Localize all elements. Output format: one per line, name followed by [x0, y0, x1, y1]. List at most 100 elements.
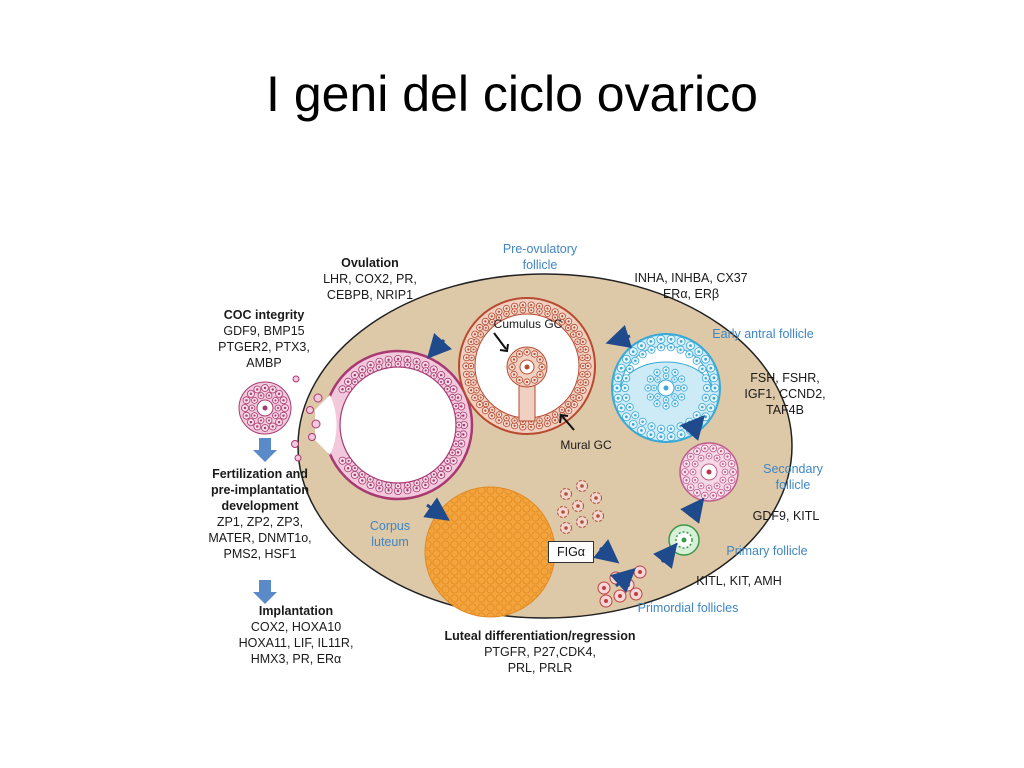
cell-nucleus — [465, 356, 468, 359]
cell-nucleus — [538, 358, 542, 361]
cell-nucleus — [712, 396, 716, 400]
cell-nucleus — [616, 396, 620, 400]
cell-nucleus — [624, 396, 628, 400]
cell-nucleus — [701, 405, 704, 409]
cell-nucleus — [567, 409, 570, 412]
cell-nucleus — [731, 470, 735, 474]
cell-nucleus — [685, 462, 688, 465]
cell-nucleus — [283, 406, 287, 410]
cell-nucleus — [665, 399, 667, 401]
cell-nucleus — [679, 348, 682, 351]
cell-nucleus — [572, 333, 575, 336]
cell-nucleus — [634, 413, 637, 417]
cell-nucleus — [616, 376, 620, 380]
cell-nucleus — [490, 414, 493, 417]
cell-nucleus — [641, 420, 644, 423]
cell-nucleus — [253, 414, 256, 417]
cell-nucleus — [396, 362, 400, 366]
cell-nucleus — [446, 459, 449, 462]
cell-nucleus — [554, 413, 556, 416]
cell-nucleus — [625, 357, 628, 361]
cell-nucleus — [361, 368, 364, 371]
cell-nucleus — [243, 406, 247, 410]
pointer-arrow-icon — [493, 332, 575, 431]
cell-nucleus — [615, 386, 619, 390]
cell-nucleus — [378, 481, 381, 485]
cell-nucleus — [361, 479, 364, 482]
cumulus-gc-label: Cumulus GC — [493, 317, 563, 331]
pre-ovulatory-follicle — [458, 297, 596, 435]
cell-nucleus — [282, 399, 285, 402]
cell-nucleus — [491, 321, 494, 324]
cell-nucleus — [465, 373, 468, 376]
oocyte-nucleus — [564, 492, 568, 496]
cell-nucleus — [624, 376, 628, 380]
cell-nucleus — [263, 386, 267, 390]
cell-nucleus — [581, 340, 585, 343]
cell-nucleus — [456, 451, 460, 454]
cell-nucleus — [659, 337, 663, 341]
cell-nucleus — [347, 388, 350, 391]
cell-nucleus — [538, 310, 541, 313]
cell-nucleus — [469, 340, 473, 343]
cell-nucleus — [704, 415, 707, 419]
cell-nucleus — [440, 467, 443, 470]
cell-nucleus — [424, 478, 427, 481]
cell-nucleus — [573, 326, 576, 329]
primordial-oocyte — [602, 586, 606, 590]
cell-nucleus — [664, 404, 668, 408]
cell-nucleus — [513, 310, 516, 313]
cell-nucleus — [704, 396, 708, 400]
cell-nucleus — [369, 369, 372, 372]
cell-nucleus — [685, 479, 688, 482]
cell-nucleus — [701, 367, 704, 371]
cell-nucleus — [699, 484, 703, 487]
cell-nucleus — [694, 478, 697, 482]
cell-nucleus — [424, 369, 427, 372]
cell-nucleus — [378, 365, 381, 369]
cell-nucleus — [513, 305, 516, 308]
cell-nucleus — [567, 320, 570, 323]
cell-nucleus — [665, 375, 667, 377]
cell-nucleus — [346, 466, 350, 470]
cell-nucleus — [513, 424, 516, 427]
cell-nucleus — [679, 433, 683, 436]
cell-nucleus — [546, 422, 549, 425]
cell-nucleus — [628, 405, 631, 409]
pre-ovulatory-gene-group: INHA, INHBA, CX37 ERα, ERβ — [634, 271, 748, 301]
cell-nucleus — [567, 326, 570, 329]
oocyte-nucleus — [594, 496, 598, 500]
released-cells — [291, 375, 323, 462]
cell-nucleus — [538, 373, 542, 376]
cell-nucleus — [277, 420, 281, 424]
cell-nucleus — [341, 459, 344, 462]
cell-nucleus — [387, 489, 390, 492]
cell-nucleus — [650, 348, 653, 351]
cell-nucleus — [249, 392, 253, 396]
implantation-gene-group: Implantation COX2, HOXA10 HOXA11, LIF, I… — [238, 604, 354, 666]
cell-nucleus — [491, 408, 494, 411]
cell-nucleus — [439, 373, 443, 377]
cell-nucleus — [553, 310, 557, 313]
cell-nucleus — [712, 376, 716, 380]
cell-nucleus — [498, 413, 500, 416]
primordial-oocyte — [638, 570, 642, 574]
primordial-oocyte — [604, 599, 608, 603]
cell-nucleus — [709, 366, 713, 370]
cell-nucleus — [530, 425, 533, 429]
cell-nucleus — [560, 321, 563, 324]
cell-nucleus — [512, 358, 516, 361]
cell-nucleus — [457, 414, 460, 417]
cell-nucleus — [457, 433, 460, 436]
cell-nucleus — [347, 459, 350, 462]
primary-follicle — [668, 524, 700, 556]
cell-nucleus — [634, 359, 637, 363]
ovulation-gene-group: Ovulation LHR, COX2, PR, CEBPB, NRIP1 — [323, 256, 417, 302]
cell-nucleus — [586, 373, 589, 376]
cell-nucleus — [640, 344, 643, 347]
cell-nucleus — [688, 353, 691, 356]
cell-nucleus — [424, 483, 427, 487]
cell-nucleus — [484, 403, 487, 406]
